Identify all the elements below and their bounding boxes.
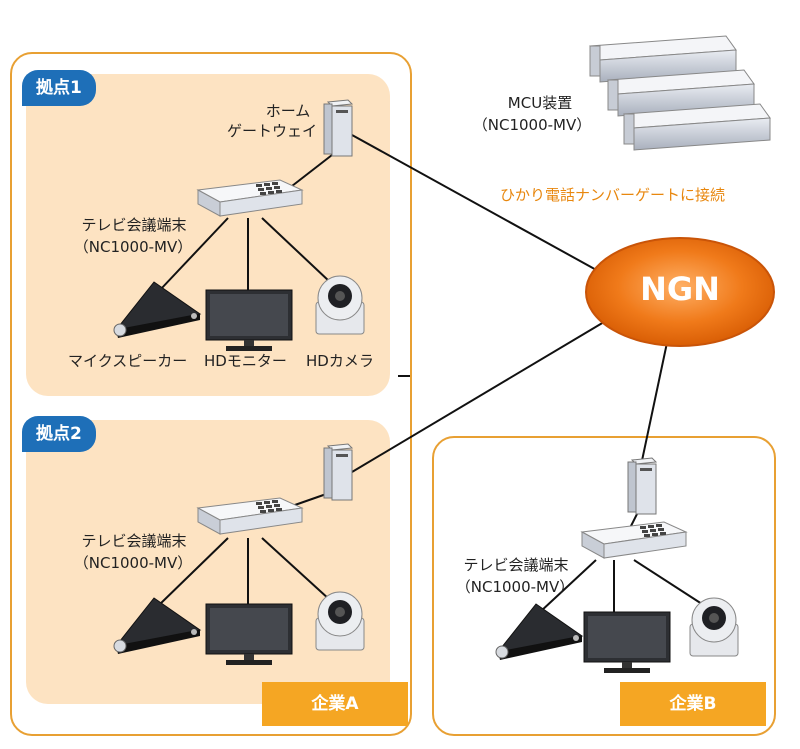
home-gateway-icon [323, 443, 354, 501]
mcu-label-line2: （NC1000-MV） [472, 116, 592, 134]
gateway-label-line2: ゲートウェイ [226, 122, 317, 140]
ngn-label: NGN [640, 270, 720, 308]
hd-camera-icon [689, 597, 739, 657]
hd-camera-icon [315, 591, 365, 651]
hd-camera-label: HDカメラ [306, 352, 374, 370]
ngn-cloud-icon [585, 237, 775, 347]
video-terminal-icon [580, 521, 688, 559]
mic-speaker-icon [113, 281, 202, 338]
terminal-label-line2: （NC1000-MV） [455, 578, 575, 596]
hd-monitor-label: HDモニター [204, 352, 287, 370]
home-gateway-icon [323, 99, 354, 157]
hd-camera-icon [315, 275, 365, 335]
mic-speaker-icon [113, 597, 202, 654]
video-terminal-icon [196, 497, 304, 535]
site1-tag: 拠点1 [22, 70, 96, 106]
mic-speaker-label: マイクスピーカー [68, 352, 188, 370]
hd-monitor-icon [583, 611, 671, 673]
gateway-label-line1: ホーム [265, 102, 311, 120]
terminal-label-line1: テレビ会議端末 [81, 532, 187, 550]
mcu-label-line1: MCU装置 [507, 94, 573, 112]
connection-note: ひかり電話ナンバーゲートに接続 [500, 186, 726, 204]
video-terminal-icon [196, 179, 304, 217]
company-b-tag: 企業B [620, 682, 766, 726]
site2-tag: 拠点2 [22, 416, 96, 452]
terminal-label-line2: （NC1000-MV） [73, 554, 193, 572]
mcu-server-icon [589, 35, 771, 151]
home-gateway-icon [627, 457, 658, 515]
mic-speaker-icon [495, 603, 584, 660]
hd-monitor-icon [205, 603, 293, 665]
hd-monitor-icon [205, 289, 293, 351]
terminal-label-line1: テレビ会議端末 [81, 216, 187, 234]
terminal-label-line2: （NC1000-MV） [73, 238, 193, 256]
company-a-tag: 企業A [262, 682, 408, 726]
terminal-label-line1: テレビ会議端末 [463, 556, 569, 574]
